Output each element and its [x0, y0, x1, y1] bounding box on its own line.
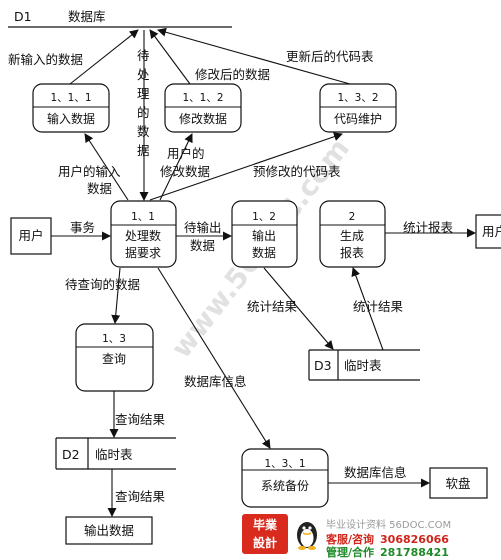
flow-label-user-modify-2: 修改数据: [160, 164, 210, 179]
process-2-name-line2: 报表: [340, 245, 364, 260]
process-1-1-name-line2: 据要求: [125, 246, 161, 260]
process-1-1-1-number: 1、1、1: [50, 92, 91, 104]
process-1-2-name-line2: 数据: [252, 245, 276, 260]
store-d3-name: 临时表: [344, 358, 382, 373]
process-1-1: 1、1 处理数 据要求: [110, 200, 177, 268]
footer-site: 毕业设计资料 56DOC.COM: [326, 520, 452, 531]
entity-user-right-label: 用户: [482, 224, 501, 239]
footer-manage-row: 管理/合作 281788421: [326, 544, 449, 560]
process-2: 2 生成 报表: [319, 200, 386, 268]
flow-label-db-info-1: 数据库信息: [184, 374, 247, 389]
logo-line1: 毕業: [252, 518, 277, 532]
process-2-number: 2: [349, 211, 356, 223]
flow-label-pre-modify-code: 预修改的代码表: [253, 164, 341, 179]
process-1-3-number: 1、3: [102, 333, 126, 345]
process-1-1-1-name: 输入数据: [47, 111, 95, 126]
process-1-1-2: 1、1、2 修改数据: [164, 83, 242, 133]
flow-label-modified: 修改后的数据: [195, 67, 270, 82]
footer-service-row: 客服/咨询 306826066: [326, 531, 449, 547]
store-d1-name: 数据库: [68, 9, 106, 24]
entity-user-left: 用户: [10, 217, 52, 255]
flow-label-db-info-2: 数据库信息: [344, 465, 407, 480]
process-1-3-1-name: 系统备份: [261, 479, 309, 493]
process-1-1-1: 1、1、1 输入数据: [32, 83, 110, 133]
footer-manage-value: 281788421: [380, 546, 449, 559]
entity-user-left-label: 用户: [18, 228, 43, 243]
flow-label-pending-output-1: 待输出: [184, 220, 222, 235]
flow-label-pending-1: 待: [137, 48, 150, 63]
flow-label-pending-2: 处: [137, 67, 150, 82]
flow-label-pending-3: 理: [137, 86, 150, 101]
flow-label-pending-query: 待查询的数据: [65, 277, 140, 292]
entity-user-right: 用户: [475, 214, 501, 249]
footer-service-value: 306826066: [380, 533, 449, 546]
entity-floppy: 软盘: [429, 467, 488, 499]
footer-banner: 毕業 設計 毕业设计资料 56DOC.COM 客服/咨询 306826066 管理…: [242, 514, 501, 560]
process-1-1-2-name: 修改数据: [179, 111, 227, 126]
store-d3-id: D3: [314, 358, 332, 373]
flow-label-user-input-2: 数据: [87, 181, 112, 196]
flow-label-pending-4: 的: [137, 105, 150, 120]
site-logo: 毕業 設計: [242, 514, 288, 554]
flow-label-pending-6: 据: [137, 143, 150, 158]
process-1-3-name: 查询: [102, 352, 126, 366]
flow-label-stat-result-1: 统计结果: [247, 299, 298, 314]
process-1-1-number: 1、1: [131, 211, 155, 223]
process-1-2-name-line1: 输出: [252, 228, 276, 243]
logo-line2: 設計: [252, 536, 277, 550]
process-1-3-1: 1、3、1 系统备份: [241, 448, 329, 508]
flow-label-stat-report: 统计报表: [403, 220, 454, 235]
process-1-3: 1、3 查询: [75, 323, 154, 392]
footer-manage-label: 管理/合作: [326, 546, 375, 559]
process-1-3-1-number: 1、3、1: [264, 458, 305, 470]
process-2-name-line1: 生成: [340, 229, 364, 243]
process-1-2-number: 1、2: [252, 211, 276, 223]
entity-output-data-label: 输出数据: [84, 523, 134, 538]
data-store-d1: D1 数据库: [8, 9, 232, 28]
flow-label-pending-5: 数: [137, 124, 150, 139]
flow-arrows: [51, 27, 476, 517]
process-1-1-name-line1: 处理数: [125, 228, 161, 243]
flow-label-query-result-2: 查询结果: [115, 489, 166, 504]
entity-floppy-label: 软盘: [445, 476, 470, 491]
store-d2-id: D2: [62, 447, 80, 462]
flow-label-user-modify-1: 用户的: [167, 146, 205, 161]
process-1-3-2: 1、3、2 代码维护: [319, 83, 397, 133]
flow-label-query-result-1: 查询结果: [115, 412, 166, 427]
store-d2-name: 临时表: [95, 447, 133, 462]
data-store-d3: D3 临时表: [308, 349, 420, 381]
flow-label-user-input-1: 用户的输入: [58, 164, 121, 179]
flow-label-transaction: 事务: [70, 220, 95, 235]
entity-output-data: 输出数据: [65, 516, 153, 545]
store-d1-id: D1: [14, 9, 32, 24]
process-1-3-2-name: 代码维护: [334, 112, 382, 126]
flow-label-updated-code: 更新后的代码表: [286, 49, 374, 64]
process-1-1-2-number: 1、1、2: [182, 92, 223, 104]
flow-label-pending-output-2: 数据: [190, 238, 215, 253]
flow-label-new-input: 新输入的数据: [8, 52, 83, 67]
footer-service-label: 客服/咨询: [326, 533, 375, 546]
process-1-3-2-number: 1、3、2: [337, 92, 378, 104]
qq-penguin-icon: [297, 522, 317, 550]
process-1-2: 1、2 输出 数据: [231, 200, 298, 268]
data-store-d2: D2 临时表: [55, 437, 176, 470]
flow-label-stat-result-2: 统计结果: [353, 299, 404, 314]
